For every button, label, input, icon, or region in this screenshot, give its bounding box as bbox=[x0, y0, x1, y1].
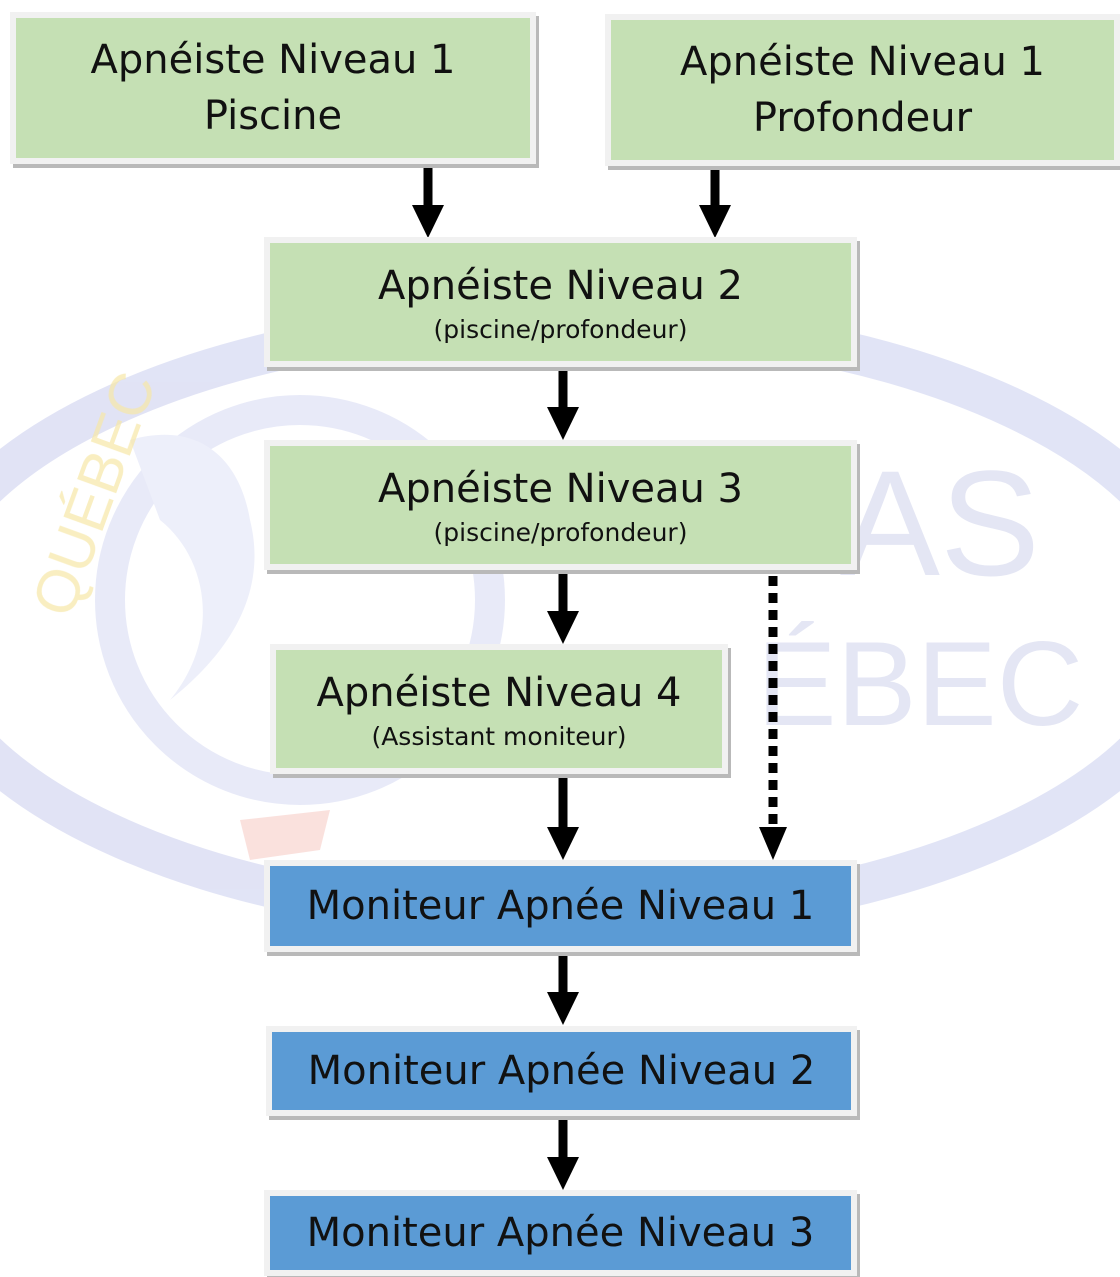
edge-n1-piscine-to-n2 bbox=[412, 166, 444, 238]
node-moniteur-apnee-niveau-2: Moniteur Apnée Niveau 2 bbox=[266, 1026, 857, 1116]
edge-m2-to-m3 bbox=[547, 1120, 579, 1190]
watermark-inner-circle bbox=[95, 395, 505, 805]
node-title: Moniteur Apnée Niveau 3 bbox=[306, 1210, 815, 1256]
node-title-line2: Profondeur bbox=[752, 95, 973, 141]
node-apneiste-niveau-3: Apnéiste Niveau 3 (piscine/profondeur) bbox=[264, 440, 857, 570]
watermark-diver-shape bbox=[130, 434, 255, 700]
node-apneiste-niveau-1-profondeur: Apnéiste Niveau 1 Profondeur bbox=[605, 14, 1120, 166]
node-subtitle: (Assistant moniteur) bbox=[371, 722, 627, 751]
edge-n2-to-n3 bbox=[547, 370, 579, 440]
watermark-text-right: AS bbox=[840, 439, 1040, 607]
node-apneiste-niveau-1-piscine: Apnéiste Niveau 1 Piscine bbox=[10, 12, 536, 164]
node-title: Moniteur Apnée Niveau 2 bbox=[307, 1048, 816, 1094]
node-title: Apnéiste Niveau 4 bbox=[316, 670, 682, 716]
edge-m1-to-m2 bbox=[547, 955, 579, 1025]
edge-n1-profondeur-to-n2 bbox=[699, 166, 731, 238]
node-title: Apnéiste Niveau 2 bbox=[377, 263, 744, 309]
node-title-line1: Apnéiste Niveau 1 bbox=[679, 39, 1046, 85]
node-subtitle: (piscine/profondeur) bbox=[433, 518, 688, 547]
node-apneiste-niveau-2: Apnéiste Niveau 2 (piscine/profondeur) bbox=[264, 237, 857, 367]
node-title: Apnéiste Niveau 3 bbox=[377, 466, 744, 512]
node-subtitle: (piscine/profondeur) bbox=[433, 315, 688, 344]
node-moniteur-apnee-niveau-3: Moniteur Apnée Niveau 3 bbox=[264, 1190, 857, 1276]
node-title-line1: Apnéiste Niveau 1 bbox=[90, 37, 456, 83]
edge-n3-to-n4 bbox=[547, 573, 579, 644]
watermark-text-right-2: ÉBEC bbox=[757, 617, 1084, 751]
node-moniteur-apnee-niveau-1: Moniteur Apnée Niveau 1 bbox=[264, 860, 857, 952]
watermark-flag-shape bbox=[240, 810, 330, 860]
edge-n3-to-m1-dotted bbox=[759, 576, 787, 860]
edge-n4-to-m1 bbox=[547, 777, 579, 860]
node-apneiste-niveau-4: Apnéiste Niveau 4 (Assistant moniteur) bbox=[270, 644, 728, 774]
node-title-line2: Piscine bbox=[203, 93, 343, 139]
node-title: Moniteur Apnée Niveau 1 bbox=[306, 883, 815, 929]
